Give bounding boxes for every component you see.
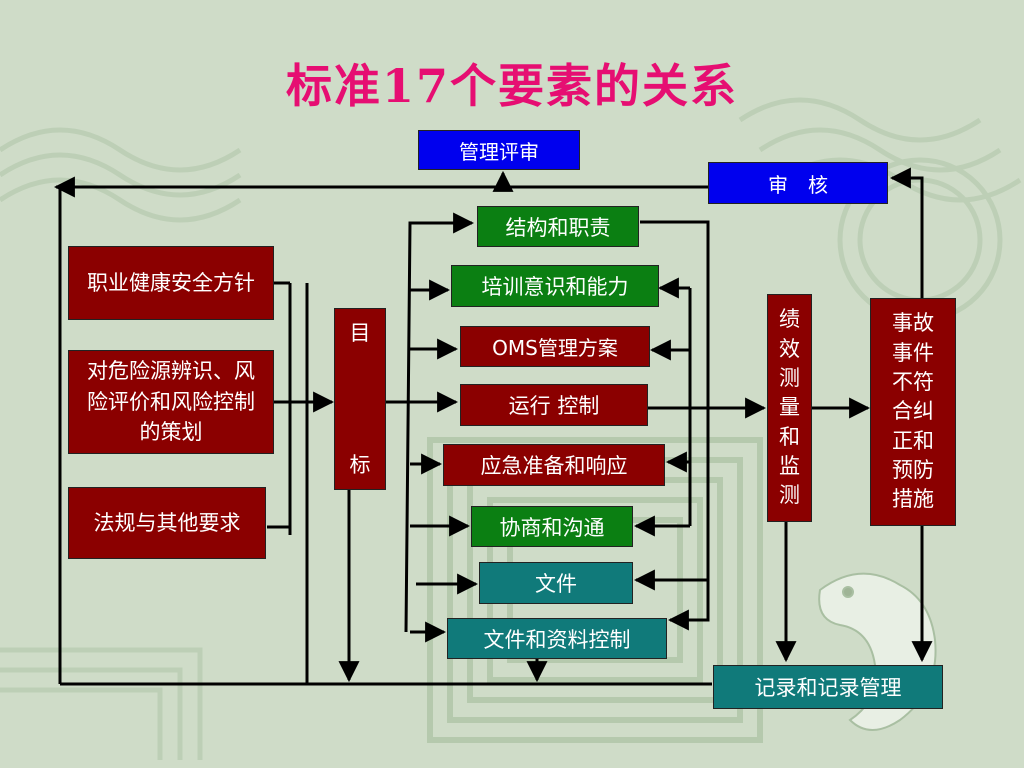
hazard-planning-box: 对危险源辨识、风险评价和风险控制的策划	[68, 350, 274, 454]
document-control-box: 文件和资料控制	[447, 618, 667, 659]
records-label: 记录和记录管理	[754, 676, 902, 700]
operation-control-box: 运行 控制	[460, 384, 648, 426]
measurement-box: 绩效测量和监测	[767, 294, 812, 522]
documents-label: 文件	[535, 572, 577, 596]
policy-label: 职业健康安全方针	[87, 270, 255, 295]
objectives-label-bottom: 标	[349, 453, 371, 477]
policy-box: 职业健康安全方针	[68, 246, 274, 320]
audit-box: 审 核	[708, 162, 888, 204]
structure-responsibility-box: 结构和职责	[477, 206, 639, 247]
training-box: 培训意识和能力	[451, 265, 659, 307]
legal-requirements-box: 法规与其他要求	[68, 487, 266, 559]
corrective-action-box: 事故事件不符合纠正和预防措施	[870, 298, 956, 526]
audit-label: 审 核	[768, 172, 828, 197]
objectives-box: 目 标	[334, 308, 386, 490]
oms-program-label: OMS管理方案	[492, 336, 618, 360]
corrective-action-label: 事故事件不符合纠正和预防措施	[892, 311, 934, 512]
page-title: 标准17个要素的关系	[285, 59, 738, 113]
management-review-box: 管理评审	[418, 130, 580, 170]
measurement-label: 绩效测量和监测	[779, 307, 800, 508]
objectives-label-top: 目	[349, 321, 371, 345]
legal-requirements-label: 法规与其他要求	[93, 510, 241, 535]
emergency-label: 应急准备和响应	[480, 454, 628, 478]
operation-control-label: 运行 控制	[508, 394, 600, 418]
document-control-label: 文件和资料控制	[483, 627, 631, 652]
management-review-label: 管理评审	[459, 139, 539, 164]
consultation-box: 协商和沟通	[471, 506, 633, 547]
oms-program-box: OMS管理方案	[460, 326, 650, 367]
training-label: 培训意识和能力	[481, 275, 629, 299]
documents-box: 文件	[479, 562, 633, 604]
consultation-label: 协商和沟通	[499, 515, 605, 540]
emergency-box: 应急准备和响应	[443, 444, 665, 486]
records-box: 记录和记录管理	[713, 665, 943, 709]
hazard-planning-label: 对危险源辨识、风险评价和风险控制的策划	[87, 359, 255, 445]
structure-responsibility-label: 结构和职责	[505, 215, 611, 240]
